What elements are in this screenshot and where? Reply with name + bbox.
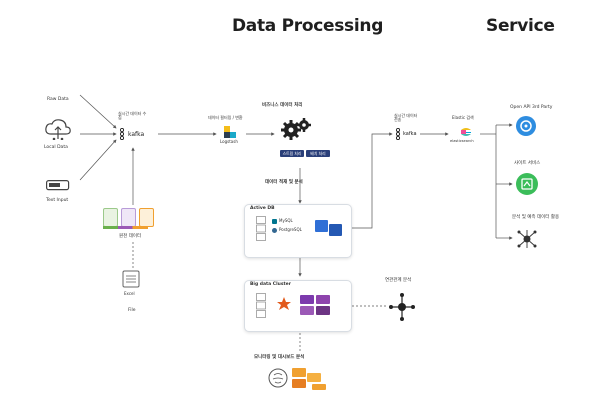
- sources-label: 원천 데이터: [119, 234, 142, 239]
- logstash-icon: [224, 126, 236, 138]
- input-label-text-input: Text Input: [46, 198, 69, 203]
- ai-network-icon: [517, 230, 537, 248]
- processing-buttons: 스트림 처리 배치 처리: [280, 150, 330, 157]
- collect-label: 데이터 적재 및 분석: [265, 180, 303, 185]
- processing-button-batch[interactable]: 배치 처리: [306, 150, 330, 157]
- cluster-server-icon: [256, 293, 266, 318]
- mysql-icon: [272, 219, 277, 224]
- gears-icon: [281, 118, 311, 140]
- kafka-icon: [395, 128, 401, 140]
- active-db-items: MySQL PostgreSQL: [272, 218, 302, 233]
- source-tile-purple: [121, 208, 136, 227]
- map-icon: [516, 173, 538, 195]
- active-db-tag-oracle: Oracle: [315, 220, 328, 236]
- input-label-local-data: Local Data: [44, 145, 68, 150]
- input-label-raw-data: Raw Data: [47, 97, 69, 102]
- kafka2-label: 실시간 데이터 전송: [394, 113, 418, 123]
- network-graph-icon: [389, 293, 415, 321]
- source-color-bar: [103, 226, 148, 229]
- processing-label: 비즈니스 데이터 처리: [262, 103, 303, 108]
- logstash-tag: Logstash: [220, 139, 238, 144]
- elastic-tag: elasticsearch: [450, 139, 474, 143]
- cloud-upload-icon: [45, 119, 71, 140]
- elasticsearch-icon: [461, 128, 471, 136]
- bigdata-tag-hdfs: HDFS: [300, 295, 314, 311]
- brain-icon: [268, 368, 288, 388]
- kafka-icon: [119, 128, 125, 140]
- kafka2-logo: kafka: [394, 128, 417, 140]
- active-db-item-mysql: MySQL: [272, 218, 302, 224]
- arrow-text-kafka: [79, 139, 117, 181]
- file-icon: [122, 270, 140, 288]
- source-tile-orange: [139, 208, 154, 227]
- postgres-icon: [272, 228, 277, 233]
- logstash-label: 데이터 필터링 / 변환: [208, 115, 243, 120]
- dashboard-tile-3: [292, 379, 306, 388]
- bigdata-tag-hive: Hive: [300, 306, 314, 322]
- service-label-site: 사이트 서비스: [514, 161, 541, 166]
- processing-button-stream[interactable]: 스트림 처리: [280, 150, 304, 157]
- file-label: File: [128, 308, 136, 313]
- bigdata-tag-spark: Spark: [316, 295, 330, 311]
- heading-data-processing: Data Processing: [232, 16, 384, 36]
- spark-icon: [277, 297, 291, 310]
- dashboard-tile-1: [292, 368, 306, 377]
- bigdata-tags: HDFS Spark Hive Impala: [300, 295, 330, 322]
- kafka1-tag: kafka: [128, 130, 145, 138]
- file-caption: Excel: [124, 291, 135, 296]
- api-icon: [516, 116, 536, 136]
- active-db-item-postgres: PostgreSQL: [272, 227, 302, 233]
- source-tile-green: [103, 208, 118, 227]
- bigdata-title: Big data Cluster: [250, 282, 291, 287]
- server-stack-icon: [256, 216, 266, 241]
- arrow-rawdata-kafka: [79, 94, 117, 129]
- dashboard-tile-2: [307, 373, 321, 382]
- spark-logo: [276, 296, 292, 312]
- active-db-tag-mariadb: MariaDB: [329, 224, 345, 240]
- analysis-label: 연관관계 분석: [385, 278, 412, 283]
- elastic-label: Elastic 검색: [452, 115, 474, 120]
- active-db-title: Active DB: [250, 206, 275, 211]
- arrow-activedb-kafka2: [352, 132, 393, 229]
- service-label-ai: 분석 및 예측 데이터 활용: [512, 215, 560, 220]
- dashboard-tile-4: [312, 384, 326, 390]
- bottom-label: 모니터링 및 대시보드 분석: [254, 355, 305, 360]
- kafka1-label: 실시간 데이터 수집: [118, 111, 147, 121]
- input-device-icon: [46, 180, 70, 191]
- service-label-api: Open API 3rd Party: [510, 105, 553, 110]
- kafka1-logo: kafka: [118, 127, 154, 141]
- source-tiles: [103, 208, 154, 227]
- bigdata-tag-impala: Impala: [316, 306, 330, 322]
- kafka2-tag: kafka: [403, 131, 417, 137]
- heading-service: Service: [486, 16, 555, 36]
